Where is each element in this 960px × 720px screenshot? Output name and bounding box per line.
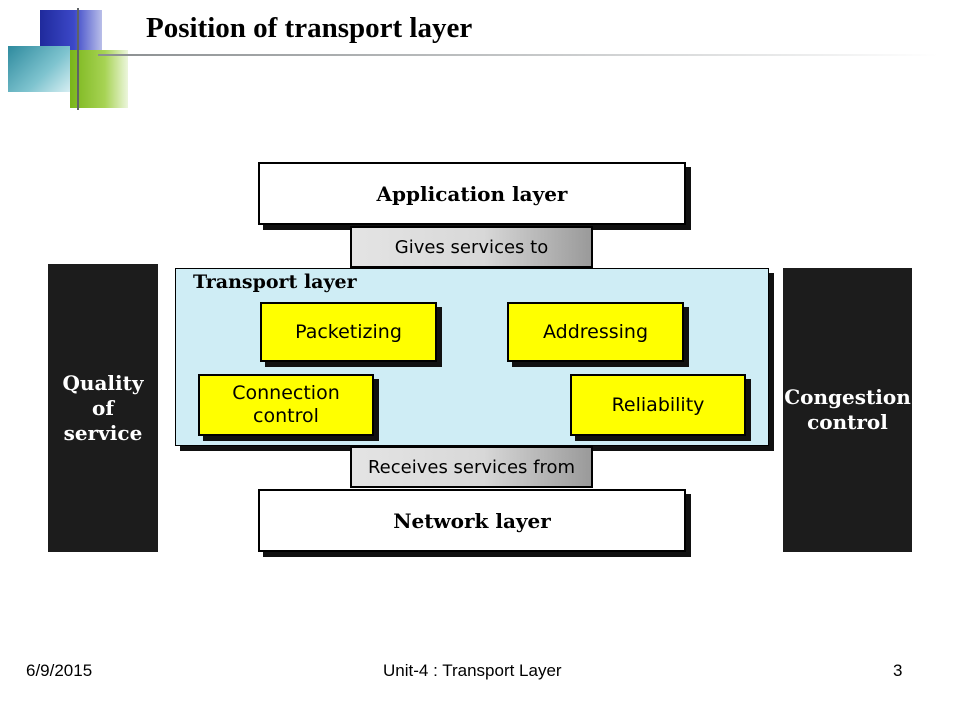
quality-of-service-panel: Quality of service [48, 264, 158, 552]
congestion-line1: Congestion [784, 385, 911, 409]
connection-control-line2: control [253, 405, 319, 427]
application-layer-label: Application layer [376, 181, 568, 206]
receives-services-connector: Receives services from [350, 446, 593, 488]
footer-title: Unit-4 : Transport Layer [383, 661, 562, 680]
network-layer-box: Network layer [258, 489, 686, 552]
decorative-square-green [70, 50, 128, 108]
receives-services-label: Receives services from [367, 456, 576, 478]
decorative-square-teal [8, 46, 70, 92]
reliability-box: Reliability [570, 374, 746, 436]
application-layer-box: Application layer [258, 162, 686, 225]
addressing-box: Addressing [507, 302, 684, 362]
connection-control-box: Connection control [198, 374, 374, 436]
connection-control-line1: Connection [232, 382, 340, 405]
network-layer-label: Network layer [393, 508, 551, 533]
packetizing-box: Packetizing [260, 302, 437, 362]
title-underline [98, 54, 938, 56]
addressing-label: Addressing [542, 320, 649, 343]
qos-line2: of [92, 395, 114, 420]
gives-services-connector: Gives services to [350, 226, 593, 268]
qos-line1: Quality [62, 370, 144, 395]
footer-page-number: 3 [893, 661, 903, 680]
packetizing-label: Packetizing [295, 320, 402, 343]
transport-layer-label: Transport layer [193, 271, 357, 293]
congestion-line2: control [807, 410, 888, 434]
footer-date: 6/9/2015 [26, 661, 93, 680]
reliability-label: Reliability [611, 393, 705, 416]
gives-services-label: Gives services to [394, 236, 549, 258]
slide-title: Position of transport layer [146, 12, 473, 44]
decorative-vertical-line [77, 8, 79, 110]
qos-line3: service [63, 420, 143, 445]
congestion-control-panel: Congestion control [783, 268, 912, 552]
